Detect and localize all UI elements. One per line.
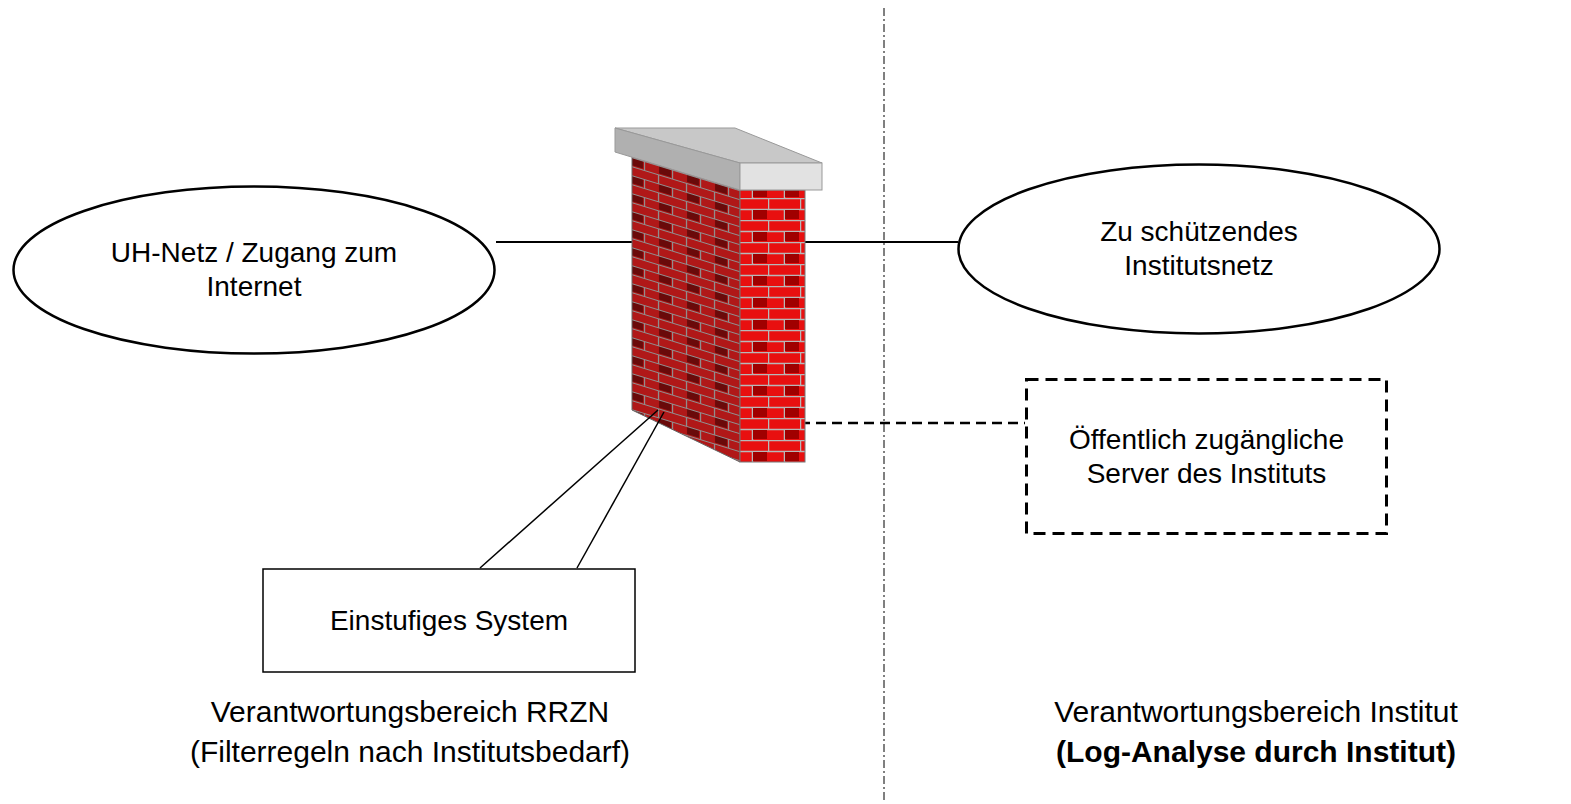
wall-cap-front (740, 163, 822, 190)
callout-box: Einstufiges System (262, 568, 636, 673)
network-ellipse-outline (12, 185, 496, 355)
area-label: (Filterregeln nach Institutsbedarf) (190, 734, 630, 770)
area-label: Verantwortungsbereich RRZN (211, 694, 610, 730)
link-line (496, 241, 634, 243)
wall-cap-side (615, 128, 740, 190)
wall-front (740, 190, 805, 462)
dashed-link (800, 422, 1025, 425)
node-text: Einstufiges System (330, 604, 568, 638)
node-text: Zu schützendes Institutsnetz (1039, 215, 1359, 282)
area-label: (Log-Analyse durch Institut) (1056, 734, 1456, 770)
wall-side (632, 152, 740, 462)
server-box: Öffentlich zugängliche Server des Instit… (1025, 378, 1388, 535)
network-ellipse: UH-Netz / Zugang zum Internet (12, 185, 496, 355)
link-line (800, 241, 958, 243)
node-text: Öffentlich zugängliche Server des Instit… (1047, 423, 1367, 490)
network-ellipse-outline (957, 163, 1441, 335)
leader-line (577, 412, 664, 568)
area-label: Verantwortungsbereich Institut (1054, 694, 1458, 730)
node-text: UH-Netz / Zugang zum Internet (94, 236, 414, 303)
leader-line (480, 410, 658, 568)
server-box-outline (1025, 378, 1388, 535)
divider-line (884, 8, 885, 800)
network-ellipse: Zu schützendes Institutsnetz (957, 163, 1441, 335)
